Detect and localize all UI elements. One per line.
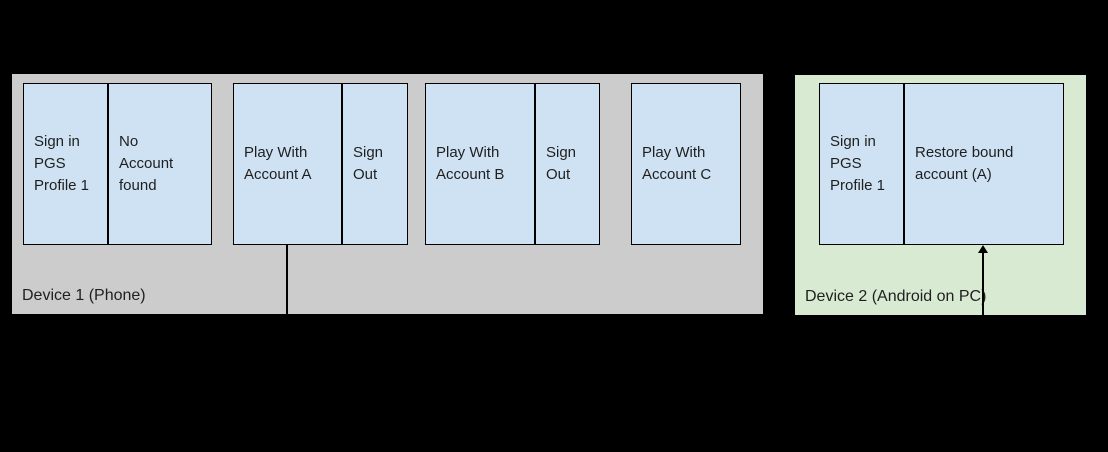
step-group-account-b: Play With Account B Sign Out xyxy=(425,83,600,245)
step-label: Sign Out xyxy=(353,144,384,183)
step-label: Play With Account A xyxy=(244,144,312,183)
step-label: Restore bound account (A) xyxy=(915,144,1014,183)
device1-label: Device 1 (Phone) xyxy=(22,287,146,304)
step-group-account-c: Play With Account C xyxy=(631,83,741,245)
step-label: Play With Account B xyxy=(436,144,505,183)
step-group-account-a: Play With Account A Sign Out xyxy=(233,83,408,245)
arrow-up-icon xyxy=(978,245,988,253)
step-label: Sign Out xyxy=(546,144,577,183)
device2-label: Device 2 (Android on PC) xyxy=(805,288,987,305)
step-restore-bound-account: Restore bound account (A) xyxy=(904,83,1064,245)
step-signin-pgs-profile1: Sign in PGS Profile 1 xyxy=(23,83,108,245)
device2-lane: Sign in PGS Profile 1 Restore bound acco… xyxy=(795,75,1086,315)
step-group-signin: Sign in PGS Profile 1 No Account found xyxy=(23,83,212,245)
connector-line-from-play-a xyxy=(286,245,288,314)
step-label: No Account found xyxy=(119,133,174,194)
device1-lane: Sign in PGS Profile 1 No Account found P… xyxy=(12,74,763,314)
step-play-account-c: Play With Account C xyxy=(631,83,741,245)
connector-line-to-restore xyxy=(982,251,984,315)
step-play-account-a: Play With Account A xyxy=(233,83,342,245)
step-play-account-b: Play With Account B xyxy=(425,83,535,245)
step-signout-b: Sign Out xyxy=(535,83,600,245)
step-group-restore: Sign in PGS Profile 1 Restore bound acco… xyxy=(819,83,1064,245)
step-label: Sign in PGS Profile 1 xyxy=(830,133,886,194)
step-label: Sign in PGS Profile 1 xyxy=(34,133,90,194)
step-label: Play With Account C xyxy=(642,144,712,183)
step-signout-a: Sign Out xyxy=(342,83,408,245)
step-signin-pgs-profile1-device2: Sign in PGS Profile 1 xyxy=(819,83,904,245)
step-no-account-found: No Account found xyxy=(108,83,212,245)
